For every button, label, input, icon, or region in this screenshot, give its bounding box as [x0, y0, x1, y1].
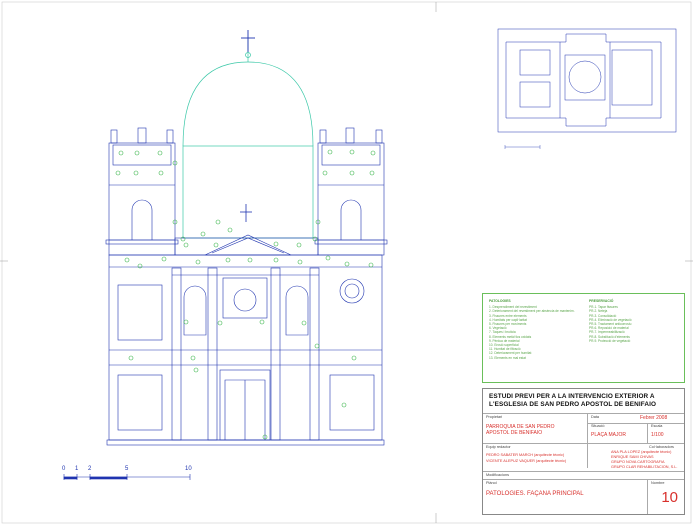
- legend-item: 7. Taques i brutícia: [489, 330, 516, 335]
- scale-label-10: 10: [185, 466, 192, 472]
- legend-item: PR-4. Eliminació de vegetació: [589, 317, 632, 322]
- colab-1: ANA PLA LOPEZ (arquitecte tècnic): [611, 450, 672, 454]
- escala-value: 1/100: [651, 432, 664, 438]
- legend-item: 1. Desprendiment del revestiment: [489, 305, 537, 310]
- legend-item: 4. Humitats per capil·laritat: [489, 317, 527, 322]
- legend-item: PR-1. Tapar fissures: [589, 305, 618, 310]
- legend-box: PATOLOGIES 1. Desprendiment del revestim…: [482, 293, 685, 383]
- nombre-label: Nombre: [651, 481, 665, 485]
- colab-4: GRUPO CLAR REHABILITACION, S.L.: [611, 465, 678, 469]
- legend-item: PR-3. Consolidació: [589, 313, 617, 318]
- pediment-cross: [240, 204, 252, 222]
- legend-item: 2. Deteriorament del revestiment per abs…: [489, 309, 575, 314]
- key-plan: [497, 28, 677, 133]
- legend-item: PR-9. Protecció de vegetació: [589, 338, 631, 343]
- colab-3: GRUPO NOVA CARTOGRAFIA: [611, 460, 665, 464]
- legend-preservacio-title: PRESERVACIÓ: [589, 299, 614, 303]
- legend-item: 5. Fissures per moviments: [489, 322, 527, 327]
- colab-label: Col·laboradors: [649, 445, 674, 449]
- propietari-line-2: APOSTOL DE BENIFAIO: [486, 430, 543, 436]
- project-title-line-1: ESTUDI PREVI PER A LA INTERVENCIO EXTERI…: [489, 393, 655, 400]
- legend-item: PR-2. Neteja: [589, 309, 608, 314]
- legend-item: 12. Deteriorament per humitat: [489, 351, 532, 356]
- sheet-number: 10: [661, 489, 678, 506]
- data-label: Data: [591, 415, 600, 419]
- legend-item: 3. Fissures entre elements: [489, 313, 527, 318]
- dome-cross: [241, 30, 255, 52]
- equip-line-2: VICENTE ALEPUZ VAQUER (arquitecte tècnic…: [486, 459, 567, 463]
- legend-preservacio: PRESERVACIÓ PR-1. Tapar fissures PR-2. N…: [589, 299, 681, 343]
- pla-value: PATOLOGIES. FAÇANA PRINCIPAL: [486, 491, 584, 497]
- situacio-value: PLAÇA MAJOR: [591, 432, 627, 438]
- propietari-label: Propietari: [486, 415, 503, 419]
- colab-2: ENRIQUE SAMI CHIVAS: [611, 455, 654, 459]
- data-value: Febrer 2008: [640, 415, 668, 421]
- project-title-line-2: L'ESGLESIA DE SAN PEDRO APOSTOL DE BENIF…: [489, 401, 657, 408]
- legend-item: 11. Humitat de filtració: [489, 347, 521, 352]
- scale-label-0: 0: [62, 466, 66, 472]
- legend-item: 9. Pèrdua de material: [489, 338, 520, 343]
- legend-item: PR-8. Substitució d'elements: [589, 334, 630, 339]
- legend-item: 6. Vegetació: [489, 326, 507, 331]
- escala-label: Escala: [651, 424, 663, 428]
- legend-item: PR-5. Tractament anticorrosiu: [589, 322, 632, 327]
- equip-line-1: PEDRO SABATER MARCH (arquitecte tècnic): [486, 453, 565, 457]
- project-title: ESTUDI PREVI PER A LA INTERVENCIO EXTERI…: [489, 393, 679, 409]
- legend-item: PR-6. Reposició de material: [589, 326, 629, 331]
- legend-patologies: PATOLOGIES 1. Desprendiment del revestim…: [489, 299, 585, 360]
- dome: [182, 40, 314, 239]
- propietari-line-1: PARROQUIA DE SAN PEDRO: [486, 424, 555, 430]
- legend-item: 10. Erosió superficial: [489, 343, 519, 348]
- title-block: ESTUDI PREVI PER A LA INTERVENCIO EXTERI…: [482, 388, 685, 515]
- pathology-markers: [115, 149, 376, 440]
- scale-label-5: 5: [125, 466, 129, 472]
- legend-patologies-title: PATOLOGIES: [489, 299, 511, 303]
- equip-label: Equip redactor: [486, 445, 511, 449]
- pla-label: Plànol: [486, 481, 497, 485]
- legend-item: PR-7. Impermeabilització: [589, 330, 625, 335]
- facade: [105, 127, 388, 446]
- modif-label: Modificacions: [486, 473, 510, 477]
- scale-label-1: 1: [75, 466, 79, 472]
- legend-item: 13. Elements en mal estat: [489, 355, 526, 360]
- situacio-label: Situació: [591, 424, 605, 428]
- scale-bar: [63, 474, 191, 480]
- legend-item: 8. Elements metàl·lics oxidats: [489, 334, 532, 339]
- scale-label-2: 2: [88, 466, 92, 472]
